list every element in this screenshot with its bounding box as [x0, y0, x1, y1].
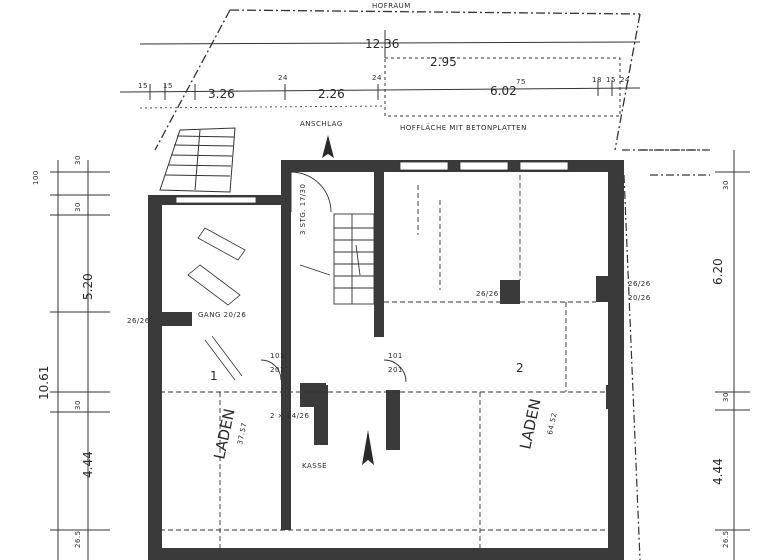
pier-right	[596, 276, 618, 302]
wall-stair-right	[374, 172, 384, 337]
right-boundary	[622, 149, 710, 560]
column-left-note: 26/26	[127, 317, 150, 325]
right-dimension-labels: 30 6.20 30 4.44 26.5	[711, 180, 730, 548]
courtyard-label: HOFRAUM	[372, 2, 411, 10]
room-labels: LADEN 1 37.57 LADEN 2 64.52	[210, 361, 559, 461]
dim-right-a: 30	[722, 180, 730, 190]
left-dimension-rail	[50, 160, 110, 560]
room-1-area: 37.57	[236, 422, 249, 446]
right-dimension-rail	[715, 150, 750, 560]
dim-left-f: 26.5	[74, 530, 82, 548]
door-right-note: 101	[388, 352, 403, 360]
courtyard-surface-note: HOFFLÄCHE MIT BETONPLATTEN	[400, 123, 527, 132]
corridor-note: GANG 20/26	[198, 311, 246, 319]
dim-top-e: 2.26	[318, 87, 345, 101]
door-right-note-2: 201	[388, 366, 403, 374]
dim-top-b: 15	[163, 82, 173, 90]
wall-top-right	[283, 160, 623, 172]
pier-lower-left	[300, 383, 326, 407]
dim-left-d: 30	[74, 400, 82, 410]
dim-right-d: 4.44	[711, 458, 725, 485]
room-2-name: LADEN	[516, 397, 544, 451]
wall-kasse-right	[386, 390, 400, 450]
dim-top-g: 2.95	[430, 55, 457, 69]
dim-top-c: 3.26	[208, 87, 235, 101]
wall-entry-left	[281, 160, 291, 530]
dim-left-c: 5.20	[81, 273, 95, 300]
dim-left-e: 4.44	[81, 451, 95, 478]
dim-top-d: 24	[278, 74, 288, 82]
stop-note: ANSCHLAG	[300, 120, 343, 128]
pier-right-note-2: 20/26	[628, 294, 651, 302]
wall-left	[148, 195, 162, 560]
door-left-note-2: 201	[270, 366, 285, 374]
dim-right-e: 26.5	[722, 530, 730, 548]
room-2-number: 2	[516, 361, 524, 375]
pier-right-lower	[606, 385, 624, 409]
dim-left-b: 30	[74, 202, 82, 212]
column-left	[152, 312, 192, 326]
wall-bottom	[148, 548, 624, 560]
dim-overall-top: 12.36	[365, 37, 399, 51]
door-swings	[260, 171, 407, 383]
dim-top-k: 24	[620, 76, 630, 84]
entry-arrow-icon	[322, 135, 374, 465]
dim-left-overall: 10.61	[37, 366, 51, 400]
dim-right-c: 30	[722, 392, 730, 402]
left-room-fixtures	[187, 227, 246, 381]
pier-center	[500, 280, 520, 304]
top-boundary	[119, 9, 641, 151]
pier-right-note: 26/26	[628, 280, 651, 288]
dim-top-f: 24	[372, 74, 382, 82]
dim-right-b: 6.20	[711, 258, 725, 285]
left-dimension-labels: 100 30 30 5.20 10.61 30 4.44 26.5	[32, 155, 95, 548]
dim-left-a: 30	[74, 155, 82, 165]
dim-top-i: 18	[592, 76, 602, 84]
wall-right	[608, 160, 624, 560]
pier-lower-left-note: 2 × 24/26	[270, 412, 309, 420]
interior-stair	[299, 213, 375, 305]
top-dimension-labels: HOFRAUM 12.36 15 15 3.26 24 2.26 24 2.95…	[138, 2, 630, 132]
stair-note: 3 STG. 17/30	[299, 184, 307, 235]
dim-top-h: 6.02	[490, 84, 517, 98]
dim-left-top: 100	[32, 170, 40, 185]
room-1-number: 1	[210, 369, 218, 383]
annotations: ANSCHLAG 3 STG. 17/30 GANG 20/26 26/26 2…	[127, 120, 651, 470]
beam-lines	[160, 175, 606, 548]
dim-top-a: 15	[138, 82, 148, 90]
cashier-note: KASSE	[302, 462, 327, 470]
dim-top-h-superscript: 75	[516, 78, 526, 86]
interior-walls	[152, 160, 624, 530]
outdoor-stair	[159, 127, 236, 193]
pier-center-note: 26/26	[476, 290, 499, 298]
door-left-note: 101	[270, 352, 285, 360]
top-windows	[175, 161, 569, 204]
dim-top-j: 15	[606, 76, 616, 84]
room-2-area: 64.52	[546, 412, 559, 436]
room-1-name: LADEN	[210, 407, 238, 461]
